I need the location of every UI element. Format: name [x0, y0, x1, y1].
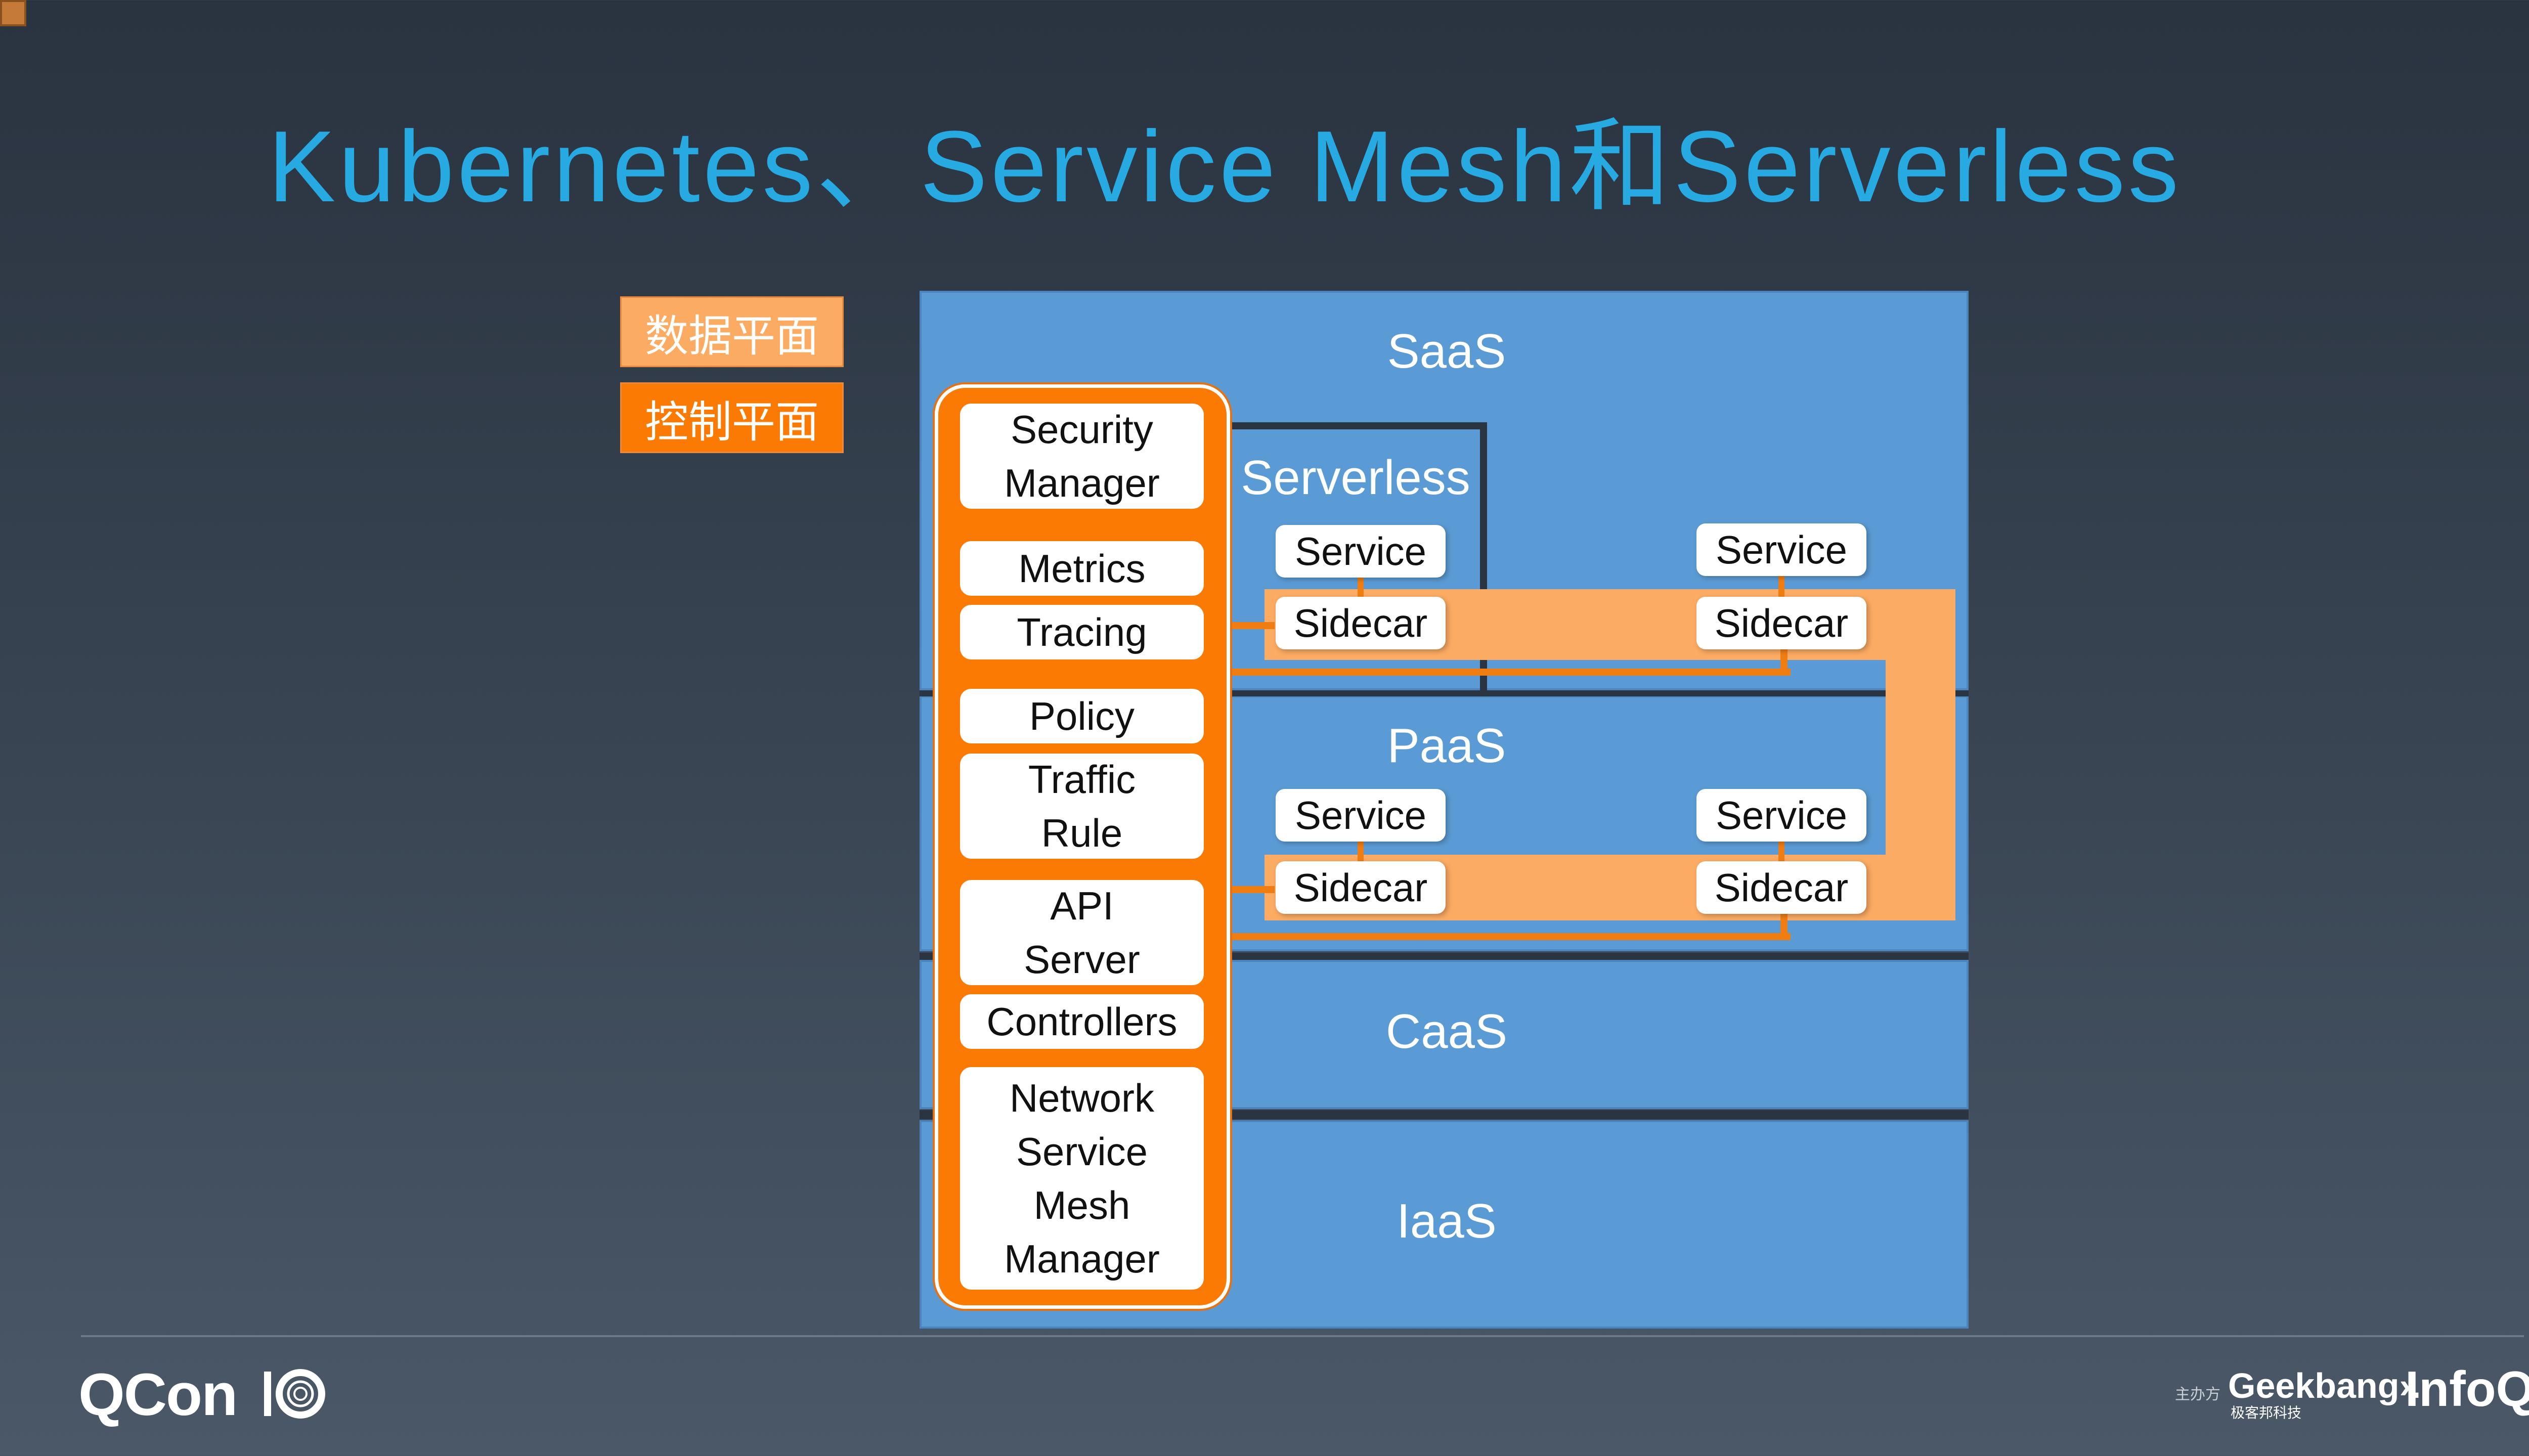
geekbang-logo: Geekbang›. [2228, 1366, 2421, 1405]
service-sidecar-link [1358, 839, 1364, 861]
qcon-10th-logo-icon [263, 1365, 325, 1421]
cp-link-line [1224, 886, 1275, 893]
serverless-service-2: Service [1696, 523, 1866, 576]
service-sidecar-link [1778, 574, 1784, 597]
service-sidecar-link [1778, 839, 1784, 861]
mesh-connector [1886, 589, 1955, 920]
qcon-logo: QCon [78, 1361, 238, 1428]
cp-link-line [1780, 910, 1787, 940]
cp-traffic-rule: Traffic Rule [960, 754, 1204, 859]
serverless-label: Serverless [1241, 451, 1470, 505]
geekbang-subtitle: 极客邦科技 [2231, 1405, 2302, 1421]
footer-divider [81, 1335, 2524, 1337]
serverless-sidecar-1: Sidecar [1276, 597, 1446, 649]
cp-controllers: Controllers [960, 994, 1204, 1049]
service-sidecar-link [1358, 574, 1364, 597]
paas-sidecar-2: Sidecar [1696, 861, 1866, 914]
serverless-sidecar-2: Sidecar [1696, 597, 1866, 649]
paas-service-1: Service [1276, 789, 1446, 842]
infoq-logo: InfoQ [2405, 1361, 2529, 1417]
cp-policy: Policy [960, 689, 1204, 743]
cp-api-server: API Server [960, 880, 1204, 985]
paas-service-2: Service [1696, 789, 1866, 842]
paas-label: PaaS [1387, 719, 1506, 773]
legend-data-plane: 数据平面 [620, 296, 844, 367]
cp-security-manager: Security Manager [960, 404, 1204, 509]
cp-tracing: Tracing [960, 605, 1204, 659]
cp-link-line [1224, 669, 1791, 676]
iaas-label: IaaS [1397, 1194, 1497, 1248]
legend-control-plane: 控制平面 [620, 382, 844, 453]
cp-link-line [1224, 933, 1791, 940]
cp-metrics: Metrics [960, 541, 1204, 596]
slide-note-icon [0, 0, 26, 26]
sponsor-label: 主办方 [2175, 1386, 2220, 1403]
paas-sidecar-1: Sidecar [1276, 861, 1446, 914]
saas-label: SaaS [1387, 324, 1506, 378]
slide-title: Kubernetes、Service Mesh和Serverless [268, 110, 2182, 223]
cp-network-service-mesh-manager: Network Service Mesh Manager [960, 1067, 1204, 1290]
serverless-service-1: Service [1276, 525, 1446, 578]
caas-label: CaaS [1385, 1004, 1508, 1058]
cp-link-line [1224, 622, 1275, 629]
cp-link-line [1780, 647, 1787, 676]
serverless-frame-top [1204, 422, 1487, 429]
